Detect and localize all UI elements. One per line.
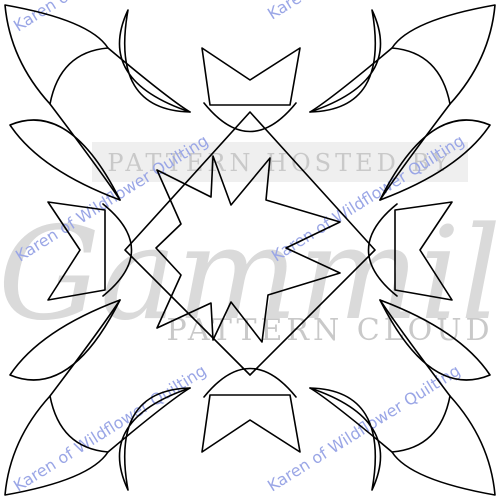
leaves-bottom-left — [4, 299, 191, 496]
tulip-left — [47, 201, 133, 301]
leaves-top-left — [4, 4, 191, 201]
tulip-right — [367, 201, 453, 301]
pattern-outline — [4, 4, 496, 496]
credit-top-left: Karen of Wildflower Quilting — [10, 0, 210, 35]
watermark-banner — [92, 142, 468, 182]
watermark-pattern-cloud: PATTERN CLOUD — [166, 313, 493, 348]
center-diamond — [124, 111, 376, 376]
center-star — [155, 155, 341, 343]
credit-bottom-left: Karen of Wildflower Quilting — [10, 361, 210, 496]
tulip-top — [201, 47, 301, 133]
leaves-top-right — [309, 4, 496, 201]
leaves-bottom-right — [309, 299, 496, 496]
watermark-hosted-by: PATTERN HOSTED BY — [107, 149, 452, 177]
tulip-bottom — [201, 367, 301, 453]
watermark-brand: Gammill — [0, 200, 500, 349]
watermark: PATTERN HOSTED BY Gammill PATTERN CLOUD — [0, 142, 500, 349]
